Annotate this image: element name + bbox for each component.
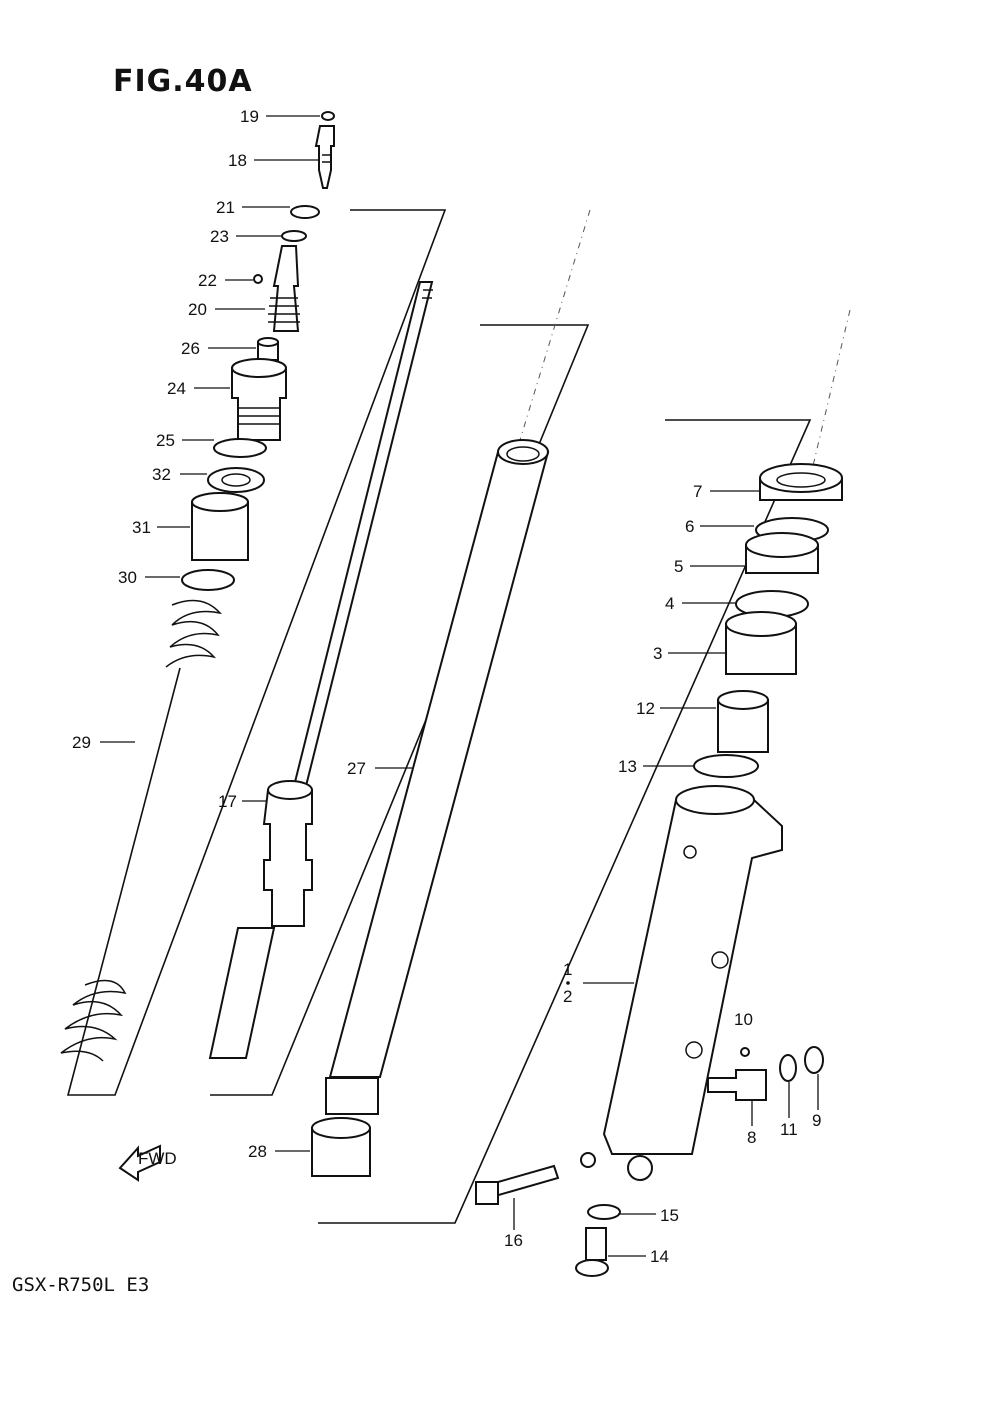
part-5-oil-seal — [745, 532, 819, 574]
callout-10: 10 — [734, 1010, 753, 1029]
part-24-cap-bolt — [231, 358, 287, 441]
part-12-oil-lock-piece — [717, 690, 769, 753]
callout-32: 32 — [152, 465, 171, 484]
callout-31: 31 — [132, 518, 151, 537]
callout-7: 7 — [693, 482, 702, 501]
part-8-adjuster-valve — [707, 1069, 767, 1101]
callout-6: 6 — [685, 517, 694, 536]
part-18-adjuster — [314, 125, 335, 189]
callout-23: 23 — [210, 227, 229, 246]
callout-19: 19 — [240, 107, 259, 126]
part-14-bolt — [575, 1227, 609, 1277]
part-26-bushing — [257, 337, 279, 361]
callout-13: 13 — [618, 757, 637, 776]
callout-8: 8 — [747, 1128, 756, 1147]
part-11-circlip — [779, 1054, 797, 1082]
frame-left — [66, 209, 447, 1096]
callout-24: 24 — [167, 379, 186, 398]
callout-16: 16 — [504, 1231, 523, 1250]
part-21-o-ring — [290, 205, 320, 219]
part-19-washer — [321, 111, 335, 121]
callout-22: 22 — [198, 271, 217, 290]
callout-17: 17 — [218, 792, 237, 811]
part-32-washer — [207, 467, 265, 493]
callout-11: 11 — [780, 1120, 798, 1139]
part-28-slide-bushing — [311, 1117, 371, 1177]
part-27-damper-rod — [290, 281, 434, 795]
callouts: 19 18 21 23 22 20 26 24 25 32 31 30 29 1… — [72, 107, 821, 1266]
part-9-o-ring — [804, 1046, 824, 1074]
callout-21: 21 — [216, 198, 235, 217]
part-17-damper-cylinder — [208, 780, 313, 1059]
callout-30: 30 — [118, 568, 137, 587]
part-7-dust-seal — [759, 463, 843, 501]
callout-26: 26 — [181, 339, 200, 358]
part-25-o-ring — [213, 438, 267, 458]
callout-1: 1 — [563, 960, 572, 979]
part-13-o-ring — [693, 754, 759, 778]
model-code: GSX-R750L E3 — [12, 1274, 150, 1296]
figure-title: FIG.40A — [113, 64, 253, 99]
part-1-2-outer-tube — [580, 785, 783, 1181]
callout-5: 5 — [674, 557, 683, 576]
callout-29: 29 — [72, 733, 91, 752]
callout-2: 2 — [563, 987, 572, 1006]
leader-lines — [100, 115, 819, 1257]
callout-25: 25 — [156, 431, 175, 450]
axis-fork-tube — [519, 209, 591, 441]
part-3-guide-bushing — [725, 611, 797, 675]
part-20-plug-spindle — [268, 245, 300, 332]
axis-right — [811, 309, 851, 471]
part-22-ball — [253, 274, 263, 284]
part-30-washer — [181, 569, 235, 591]
callout-14: 14 — [650, 1247, 669, 1266]
frame-right — [318, 419, 812, 1224]
part-31-spacer — [191, 492, 249, 561]
part-29-spring — [60, 599, 223, 1062]
part-16-bolt — [475, 1164, 560, 1205]
part-inner-tube — [325, 439, 550, 1115]
callout-1-2-dot — [566, 981, 570, 985]
part-10-ball — [740, 1047, 750, 1057]
callout-18: 18 — [228, 151, 247, 170]
callout-20: 20 — [188, 300, 207, 319]
callout-9: 9 — [812, 1111, 821, 1130]
callout-3: 3 — [653, 644, 662, 663]
fwd-arrow-label: FWD — [138, 1149, 177, 1168]
callout-4: 4 — [665, 594, 674, 613]
callout-12: 12 — [636, 699, 655, 718]
fwd-arrow-icon: FWD — [118, 1144, 177, 1182]
part-15-gasket — [587, 1204, 621, 1220]
callout-15: 15 — [660, 1206, 679, 1225]
callout-28: 28 — [248, 1142, 267, 1161]
callout-27: 27 — [347, 759, 366, 778]
part-23-ring — [281, 230, 307, 242]
